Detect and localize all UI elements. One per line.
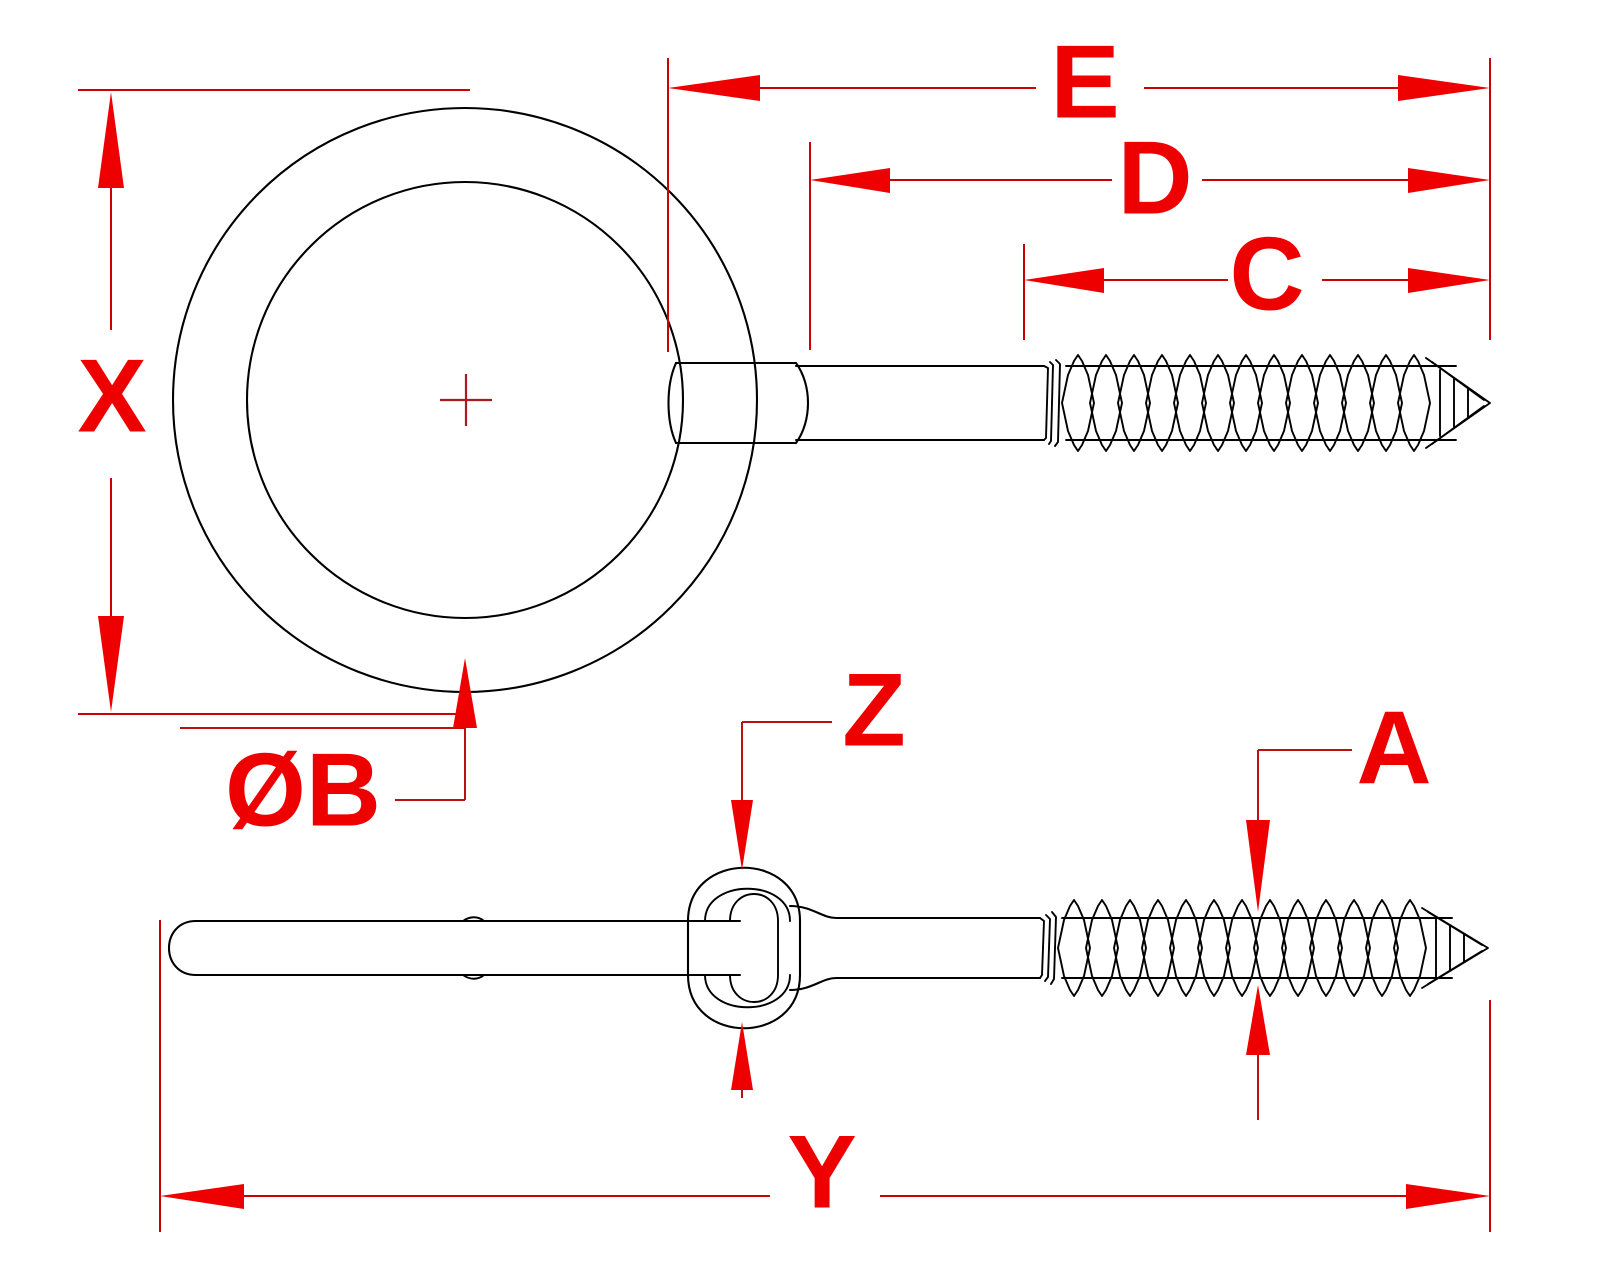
dimension-X: X [77,89,470,715]
dimension-B-arrow [453,658,477,728]
ring-inner-circle [245,180,685,620]
dimension-Y: Y [159,920,1491,1232]
dimension-Z-arrow-bottom [731,1022,753,1090]
dimension-Y-arrow-right [1406,1184,1490,1209]
dimension-E-arrow-right [1398,75,1490,101]
side-view-shank [788,904,1042,992]
dimension-C: C [1023,216,1490,340]
dimension-label-B: ØB [225,732,381,848]
dimension-A: A [1246,690,1432,1120]
thread-teeth-top-view [1061,354,1431,452]
dimension-label-E: E [1050,24,1119,140]
side-view-bar [167,916,742,980]
dimension-label-D: D [1117,120,1192,236]
dimension-X-arrow-up [98,92,124,188]
dimension-label-Y: Y [787,1114,856,1230]
thread-teeth-side-view [1057,899,1427,997]
dimension-B: ØB [180,658,477,848]
side-view-eye [686,866,802,1030]
dimension-E: E [667,24,1491,352]
top-view-thread [1043,354,1491,452]
dimension-label-A: A [1356,690,1431,806]
dimension-label-Z: Z [842,652,906,768]
dimension-D: D [809,120,1490,350]
side-view-thread [1039,899,1489,997]
dimension-C-arrow-left [1024,268,1104,293]
dimension-A-arrow-top [1246,820,1270,912]
dimension-D-arrow-left [810,168,890,193]
dimension-Y-arrow-left [160,1184,244,1209]
top-view-shank [667,361,1046,445]
dimension-Z: Z [731,652,906,1098]
dimension-C-arrow-right [1408,268,1490,293]
dimension-E-arrow-left [668,75,760,101]
dimension-label-C: C [1229,216,1304,332]
dimension-Z-arrow-top [731,800,753,870]
dimension-X-arrow-down [98,616,124,712]
dimension-A-arrow-bottom [1246,985,1270,1055]
dimension-label-X: X [77,338,146,454]
ring-center-mark [440,374,492,426]
dimension-D-arrow-right [1408,168,1490,193]
